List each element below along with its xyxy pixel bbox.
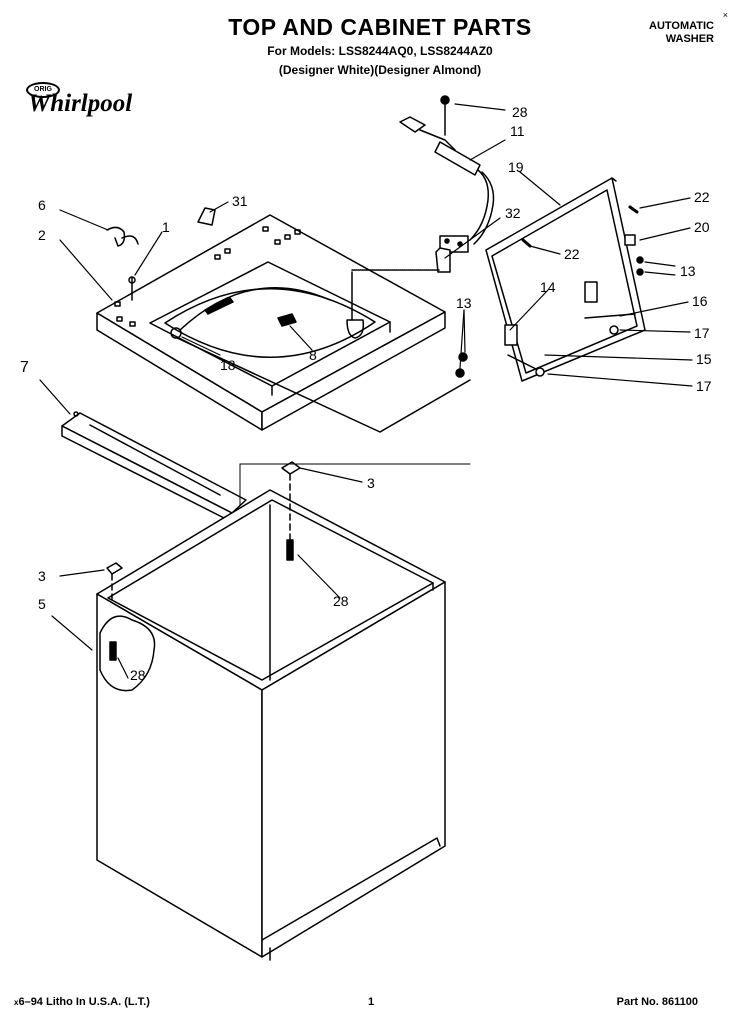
callout-11: 11 — [510, 123, 525, 139]
litho-prefix: x — [14, 998, 19, 1007]
part-number: Part No. 861100 — [616, 996, 698, 1008]
callout-22-a: 22 — [694, 189, 710, 205]
litho-text: 6–94 Litho In U.S.A. (L.T.) — [18, 996, 150, 1008]
callout-16: 16 — [692, 293, 708, 309]
logo-wordmark: Whirlpool — [28, 90, 133, 117]
callout-17-a: 17 — [694, 325, 710, 341]
washer-lid — [455, 177, 646, 382]
callout-19: 19 — [508, 159, 524, 175]
whirlpool-logo: ORIG Whirlpool — [20, 80, 150, 126]
washer-top-panel — [96, 214, 446, 431]
callout-22-b: 22 — [564, 246, 580, 262]
callout-13-b: 13 — [456, 295, 472, 311]
callout-3-b: 3 — [38, 568, 46, 584]
callout-15: 15 — [696, 351, 712, 367]
product-type-line2: WASHER — [665, 33, 714, 45]
litho-note: x6–94 Litho In U.S.A. (L.T.) — [14, 996, 150, 1008]
callout-13-a: 13 — [680, 263, 696, 279]
clip-6 — [106, 226, 126, 247]
callout-2: 2 — [38, 227, 46, 243]
product-type: AUTOMATIC WASHER — [649, 20, 714, 46]
page-number: 1 — [368, 996, 375, 1008]
color-variants: (Designer White)(Designer Almond) — [278, 63, 482, 77]
callout-28-low: 28 — [130, 667, 146, 683]
model-numbers: For Models: LSS8244AQ0, LSS8244AZ0 — [267, 44, 493, 58]
screw-28-low — [109, 641, 117, 661]
callout-18: 18 — [220, 357, 236, 373]
callout-20: 20 — [694, 219, 710, 235]
screw-28-mid — [286, 539, 294, 561]
callout-8: 8 — [309, 347, 317, 363]
logo-badge: ORIG — [26, 82, 60, 98]
callout-leaders — [39, 103, 693, 679]
callout-31: 31 — [232, 193, 248, 209]
callout-7: 7 — [20, 359, 29, 376]
front-panel-7 — [61, 411, 247, 523]
callout-5: 5 — [38, 596, 46, 612]
callout-1: 1 — [162, 219, 170, 235]
callout-6: 6 — [38, 197, 46, 213]
product-type-line1: AUTOMATIC — [649, 20, 714, 32]
callout-17-b: 17 — [696, 378, 712, 394]
callout-28-top: 28 — [512, 104, 528, 120]
callout-3-a: 3 — [367, 475, 375, 491]
callout-32: 32 — [505, 205, 521, 221]
corner-mark: × — [722, 10, 728, 20]
callout-28-mid: 28 — [333, 593, 349, 609]
callout-14: 14 — [540, 279, 556, 295]
washer-cabinet — [96, 489, 446, 961]
clip-3-left — [106, 562, 123, 575]
page-title: TOP AND CABINET PARTS — [228, 14, 532, 40]
screw-8 — [277, 313, 297, 327]
lid-switch-harness — [346, 95, 495, 339]
